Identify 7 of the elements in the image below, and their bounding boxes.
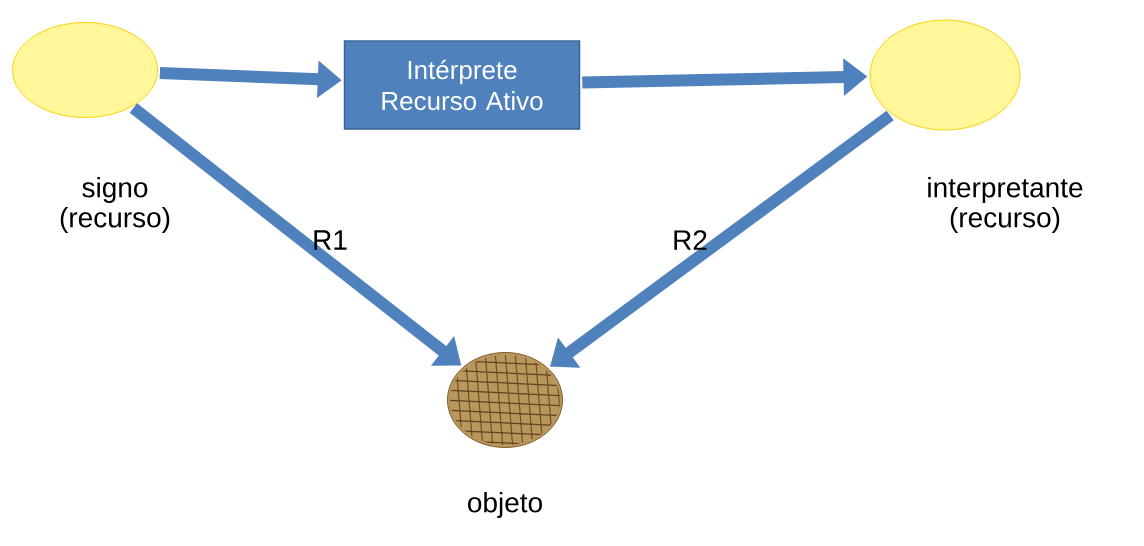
node-caption: signo (recurso)	[60, 176, 170, 234]
edge-label: R2	[674, 230, 707, 250]
node-caption: objeto	[468, 491, 542, 519]
process-box: Intérprete Recurso Ativo	[343, 40, 581, 130]
node-caption: interpretante (recurso)	[928, 176, 1083, 234]
arrow	[550, 110, 894, 368]
edge-label: R1	[314, 230, 347, 250]
